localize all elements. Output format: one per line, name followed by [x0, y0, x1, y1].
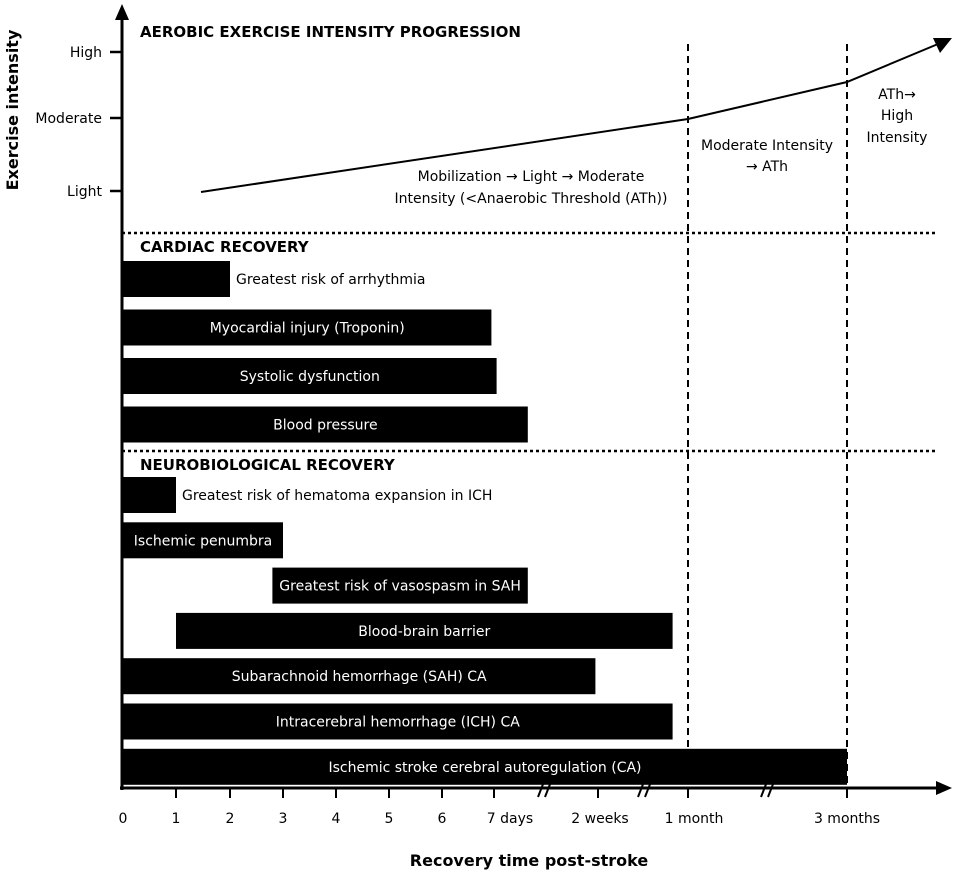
- cardiac-bar-2: [123, 358, 497, 394]
- phase1-text-line2: Intensity (<Anaerobic Threshold (ATh)): [395, 191, 668, 207]
- y-ticks: Light Moderate High: [35, 45, 122, 200]
- x-tick-1: 1: [172, 811, 181, 827]
- cardiac-bar-0: [123, 261, 230, 297]
- phase2-text-line1: Moderate Intensity: [701, 138, 833, 154]
- x-tick-3: 3: [279, 811, 288, 827]
- intensity-progression-line: [200, 43, 939, 193]
- cardiac-bar-1: [123, 309, 492, 346]
- x-tick-2: 2: [226, 811, 235, 827]
- neuro-bar-label-5: Intracerebral hemorrhage (ICH) CA: [276, 715, 520, 731]
- neuro-bar-6: [123, 748, 847, 785]
- phase1-text-line1: Mobilization → Light → Moderate: [418, 169, 645, 185]
- x-ticks: 0 1 2 3 4 5 6 7 days 2 weeks 1 month 3 m…: [119, 788, 880, 827]
- neuro-bar-label-1: Ischemic penumbra: [134, 533, 272, 549]
- phase3-text-line2: High: [881, 108, 913, 124]
- x-tick-2-weeks: 2 weeks: [571, 811, 628, 827]
- phase3-text-line1: ATh→: [878, 87, 916, 103]
- neuro-bar-label-0: Greatest risk of hematoma expansion in I…: [182, 488, 492, 504]
- y-axis-arrowhead: [115, 4, 129, 20]
- neuro-bar-label-2: Greatest risk of vasospasm in SAH: [279, 579, 521, 595]
- cardiac-bar-label-0: Greatest risk of arrhythmia: [236, 272, 426, 288]
- neuro-bar-5: [123, 703, 673, 740]
- neuro-bar-3: [176, 612, 673, 649]
- x-tick-6: 6: [438, 811, 447, 827]
- neuro-bar-0: [123, 477, 176, 513]
- cardiac-bar-3: [123, 406, 528, 443]
- neuro-bar-label-6: Ischemic stroke cerebral autoregulation …: [328, 760, 641, 776]
- neuro-bar-2: [272, 567, 528, 604]
- phase2-text-line2: → ATh: [746, 159, 788, 175]
- cardiac-bar-label-1: Myocardial injury (Troponin): [210, 321, 405, 337]
- intensity-arrowhead: [933, 38, 952, 53]
- y-tick-light: Light: [67, 184, 102, 200]
- x-tick-7-days: 7 days: [487, 811, 533, 827]
- x-tick-0: 0: [119, 811, 128, 827]
- title-neuro: NEUROBIOLOGICAL RECOVERY: [140, 456, 396, 474]
- x-axis-arrowhead: [936, 781, 952, 795]
- x-tick-1-month: 1 month: [665, 811, 724, 827]
- title-aerobic: AEROBIC EXERCISE INTENSITY PROGRESSION: [140, 23, 521, 41]
- title-cardiac: CARDIAC RECOVERY: [140, 238, 310, 256]
- neuro-bar-label-3: Blood-brain barrier: [358, 624, 490, 640]
- phase3-text-line3: Intensity: [867, 130, 928, 146]
- neuro-bar-label-4: Subarachnoid hemorrhage (SAH) CA: [232, 669, 487, 685]
- x-axis-title: Recovery time post-stroke: [410, 851, 649, 870]
- x-tick-4: 4: [332, 811, 341, 827]
- neuro-bar-1: [123, 522, 283, 559]
- x-tick-5: 5: [385, 811, 394, 827]
- x-tick-3-months: 3 months: [814, 811, 880, 827]
- y-tick-moderate: Moderate: [35, 111, 102, 127]
- y-tick-high: High: [70, 45, 102, 61]
- y-axis-title: Exercise intensity: [3, 29, 22, 190]
- neuro-bar-4: [123, 658, 596, 695]
- cardiac-bar-label-3: Blood pressure: [273, 418, 377, 434]
- cardiac-bar-label-2: Systolic dysfunction: [240, 369, 380, 385]
